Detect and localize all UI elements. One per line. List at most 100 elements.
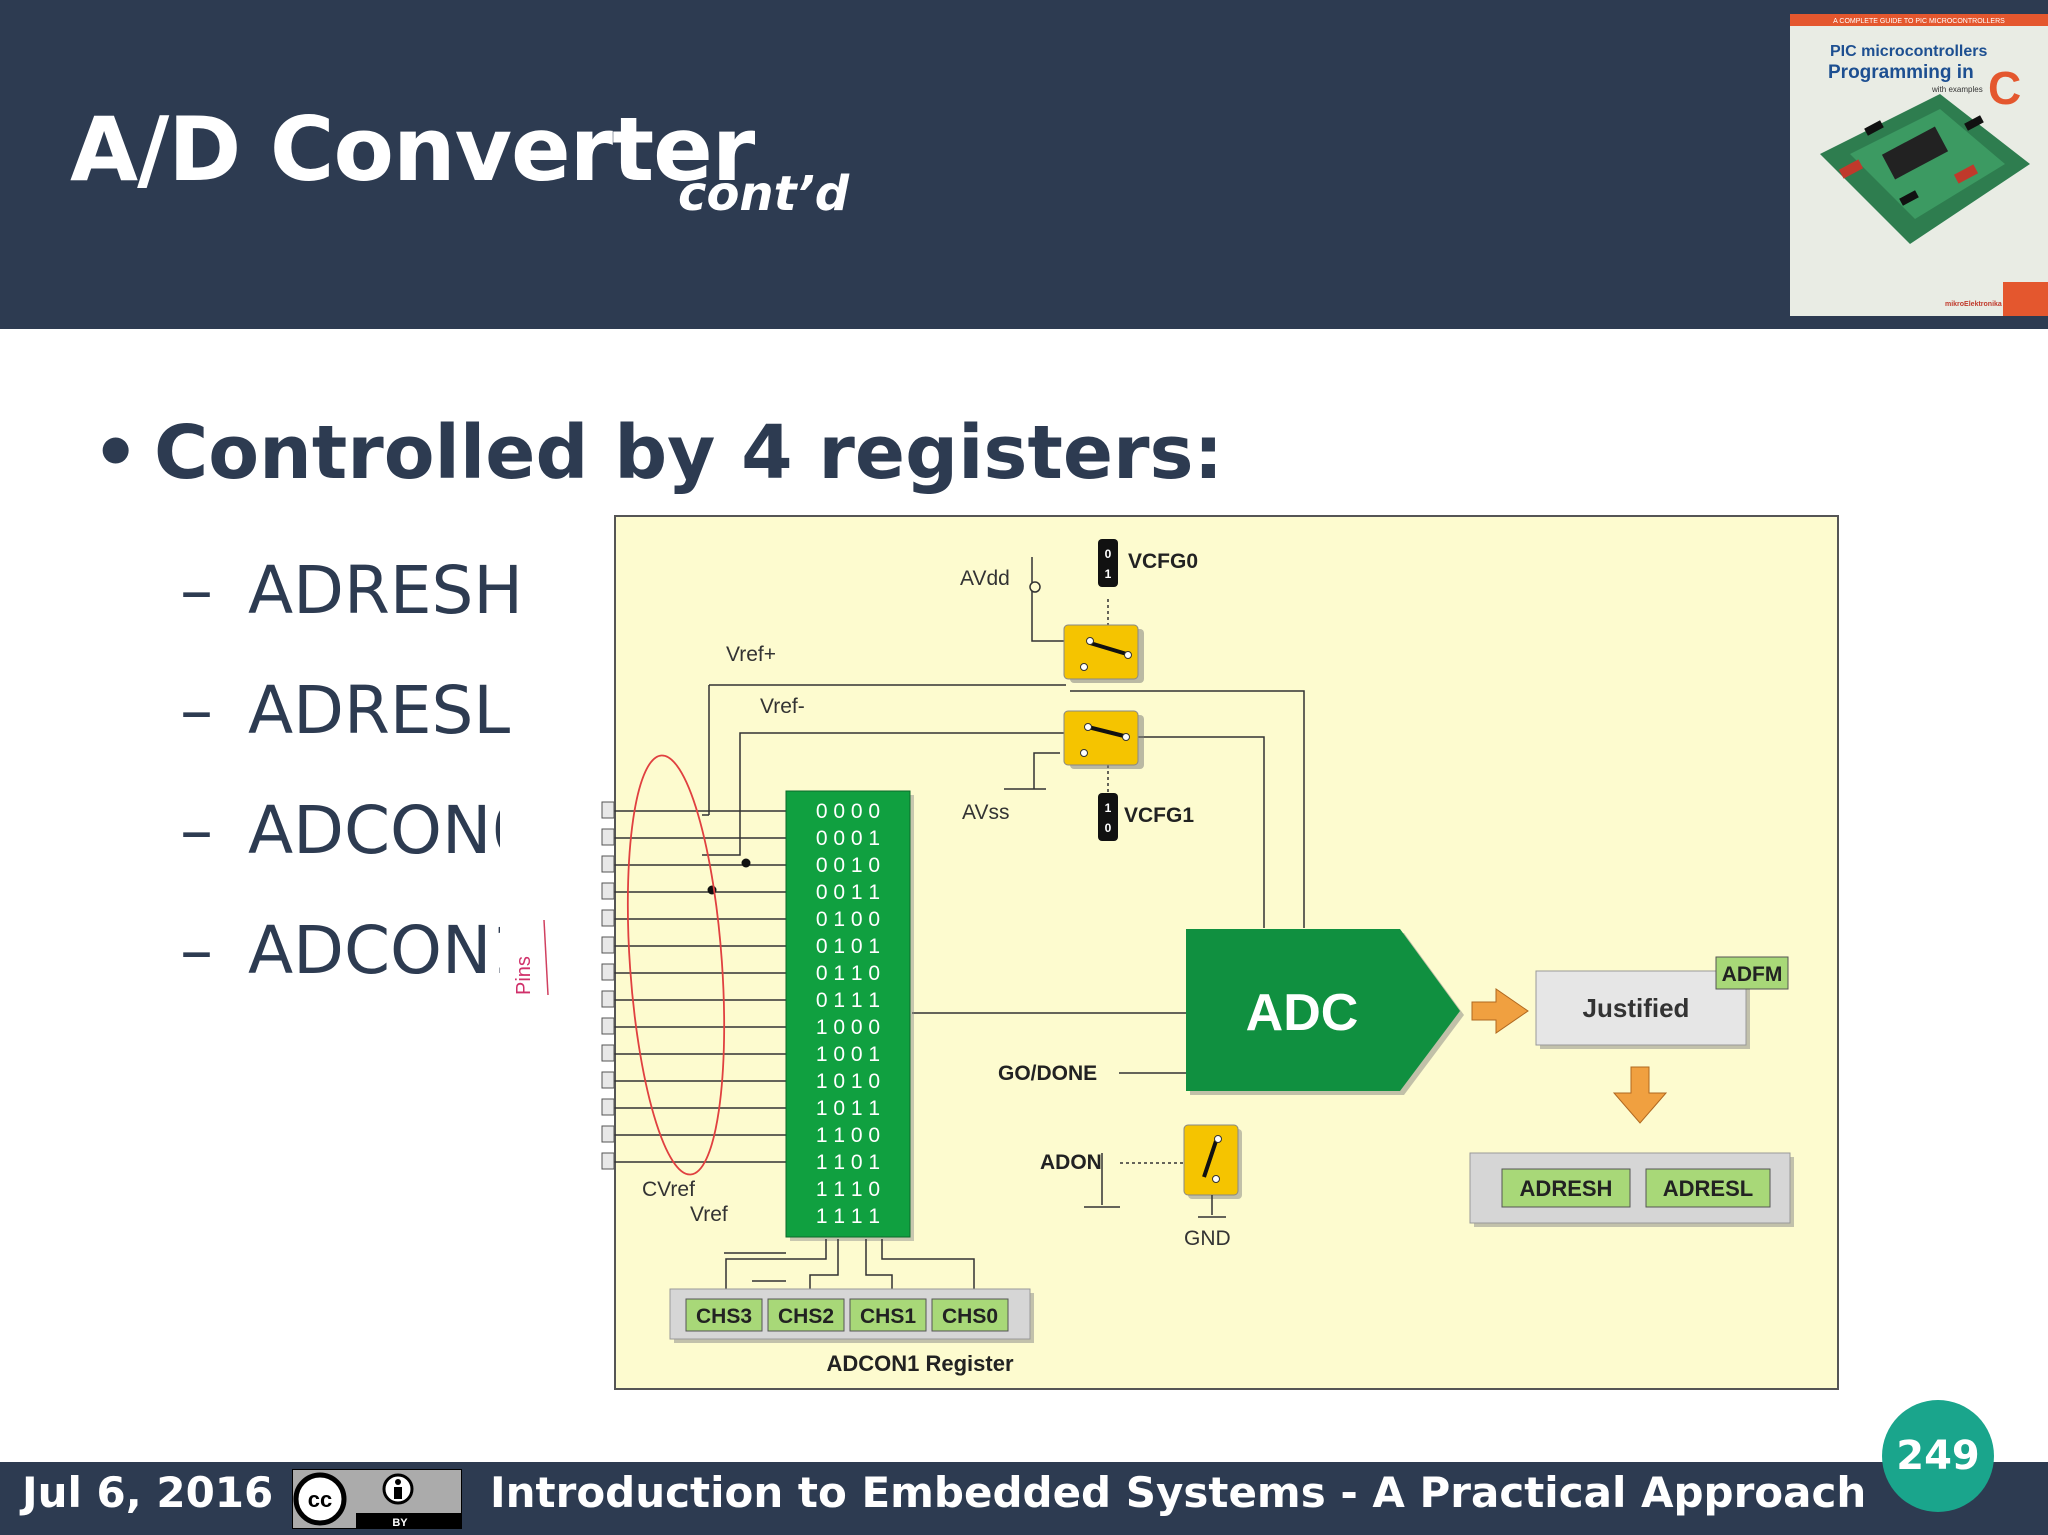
pin-square — [601, 828, 615, 846]
pin-square — [601, 882, 615, 900]
book-title-letter: C — [1988, 62, 2021, 114]
pin-square — [601, 936, 615, 954]
vref-minus-switch — [1063, 710, 1144, 769]
dash-marker: – — [180, 912, 213, 989]
cc-by-license-icon: cc BY — [292, 1469, 462, 1529]
page-number-badge: 249 — [1882, 1400, 1994, 1512]
vref-plus-label: Vref+ — [726, 643, 776, 666]
binary-row-value: 0 0 1 0 — [816, 854, 880, 877]
register-item: –ADRESL — [180, 672, 510, 749]
register-label: ADRESH — [248, 552, 524, 629]
bullet-marker: • — [92, 410, 140, 496]
chs-cell-box — [685, 1298, 763, 1332]
justified-label: Justified — [1583, 993, 1690, 1023]
chs-cell-label: CHS0 — [942, 1305, 998, 1328]
vcfg0-dip-switch — [1098, 539, 1118, 587]
adon-gnd-wire — [1198, 1195, 1226, 1218]
pin-square — [601, 1017, 615, 1035]
avdd-terminal — [1029, 581, 1041, 593]
adresl-box — [1645, 1168, 1771, 1208]
book-title-line1: PIC microcontrollers — [1830, 43, 1987, 60]
vcfg1-bit-0: 1 — [1105, 801, 1112, 815]
bullet-text: Controlled by 4 registers: — [154, 410, 1224, 496]
adc-block-diagram: AVdd Vref+ Vref- AVss 0 1 VCFG0 1 0 VCFG… — [513, 515, 1839, 1390]
adfm-box — [1715, 956, 1789, 990]
pins-bracket — [543, 919, 549, 996]
register-label: ADCON1 — [248, 912, 500, 989]
binary-row-value: 1 1 0 1 — [816, 1151, 880, 1174]
chs-cell-label: CHS1 — [860, 1305, 916, 1328]
adon-label: ADON — [1040, 1151, 1102, 1174]
adc-block — [1186, 929, 1460, 1091]
chs-cell-label: CHS2 — [778, 1305, 834, 1328]
binary-row-value: 1 0 0 0 — [816, 1016, 880, 1039]
book-title-line2: Programming in — [1828, 62, 1974, 83]
vcfg1-label: VCFG1 — [1124, 804, 1194, 827]
vcfg0-bit-0: 0 — [1105, 547, 1112, 561]
multiplexer-block — [785, 790, 911, 1238]
binary-row-value: 0 1 1 1 — [816, 989, 880, 1012]
book-tagline: A COMPLETE GUIDE TO PIC MICROCONTROLLERS — [1833, 18, 2005, 25]
dash-marker: – — [180, 792, 213, 869]
binary-row-value: 1 1 1 0 — [816, 1178, 880, 1201]
cc-text: cc — [308, 1487, 332, 1512]
avss-label: AVss — [962, 801, 1009, 824]
adresh-label: ADRESH — [1520, 1176, 1613, 1201]
vcfg0-label: VCFG0 — [1128, 550, 1198, 573]
binary-row-value: 1 1 1 1 — [816, 1205, 880, 1228]
adresh-box — [1501, 1168, 1631, 1208]
pin-square — [601, 1071, 615, 1089]
circuit-board-image — [1820, 94, 2030, 244]
register-item: –ADCON0 — [180, 792, 500, 869]
pins-label: Pins — [513, 956, 535, 995]
vref-minus-label: Vref- — [760, 695, 805, 718]
bullet-controlled-by: •Controlled by 4 registers: — [92, 410, 1223, 496]
gnd-label: GND — [1184, 1227, 1231, 1250]
chs-cell-box — [767, 1298, 845, 1332]
adresl-label: ADRESL — [1663, 1176, 1753, 1201]
right-arrow-icon — [1471, 988, 1529, 1034]
binary-row-value: 0 1 0 1 — [816, 935, 880, 958]
binary-row-value: 0 1 1 0 — [816, 962, 880, 985]
register-item: –ADCON1 — [180, 912, 500, 989]
adon-switch — [1183, 1124, 1242, 1199]
pin-square — [601, 855, 615, 873]
adc-label: ADC — [1246, 984, 1359, 1042]
adfm-label: ADFM — [1722, 963, 1783, 986]
pin-square — [601, 1152, 615, 1170]
vref-plus-switch — [1063, 624, 1144, 683]
pin-squares — [601, 801, 615, 1170]
vcfg1-dip-switch — [1098, 793, 1118, 841]
pin-square — [601, 1125, 615, 1143]
cvref-label: CVref — [642, 1178, 695, 1201]
binary-row-value: 1 0 1 0 — [816, 1070, 880, 1093]
pin-square — [601, 963, 615, 981]
book-cover-image: A COMPLETE GUIDE TO PIC MICROCONTROLLERS… — [1790, 14, 2048, 316]
dash-marker: – — [180, 672, 213, 749]
slide-subtitle: cont’d — [678, 166, 850, 222]
register-label: ADRESL — [248, 672, 511, 749]
pin-square — [601, 990, 615, 1008]
book-examples: with examples — [1931, 85, 1983, 94]
pin-square — [601, 801, 615, 819]
chs-cell-box — [931, 1298, 1009, 1332]
binary-row-value: 1 1 0 0 — [816, 1124, 880, 1147]
slide-title: A/D Converter — [70, 98, 755, 201]
chs-wires — [725, 1239, 975, 1293]
pin-square — [601, 1044, 615, 1062]
register-caption: ADCON1 Register — [826, 1351, 1013, 1376]
pin-lines — [614, 810, 786, 1163]
dash-marker: – — [180, 552, 213, 629]
book-publisher: mikroElektronika — [1945, 301, 2002, 308]
register-label: ADCON0 — [248, 792, 500, 869]
pin-square — [601, 1098, 615, 1116]
pin-square — [601, 909, 615, 927]
vcfg1-bit-1: 0 — [1105, 821, 1112, 835]
binary-row-value: 0 0 0 0 — [816, 800, 880, 823]
binary-row-value: 0 1 0 0 — [816, 908, 880, 931]
avdd-label: AVdd — [960, 567, 1010, 590]
header-bar — [0, 0, 2048, 329]
binary-row-value: 0 0 0 1 — [816, 827, 880, 850]
binary-row-value: 0 0 1 1 — [816, 881, 880, 904]
